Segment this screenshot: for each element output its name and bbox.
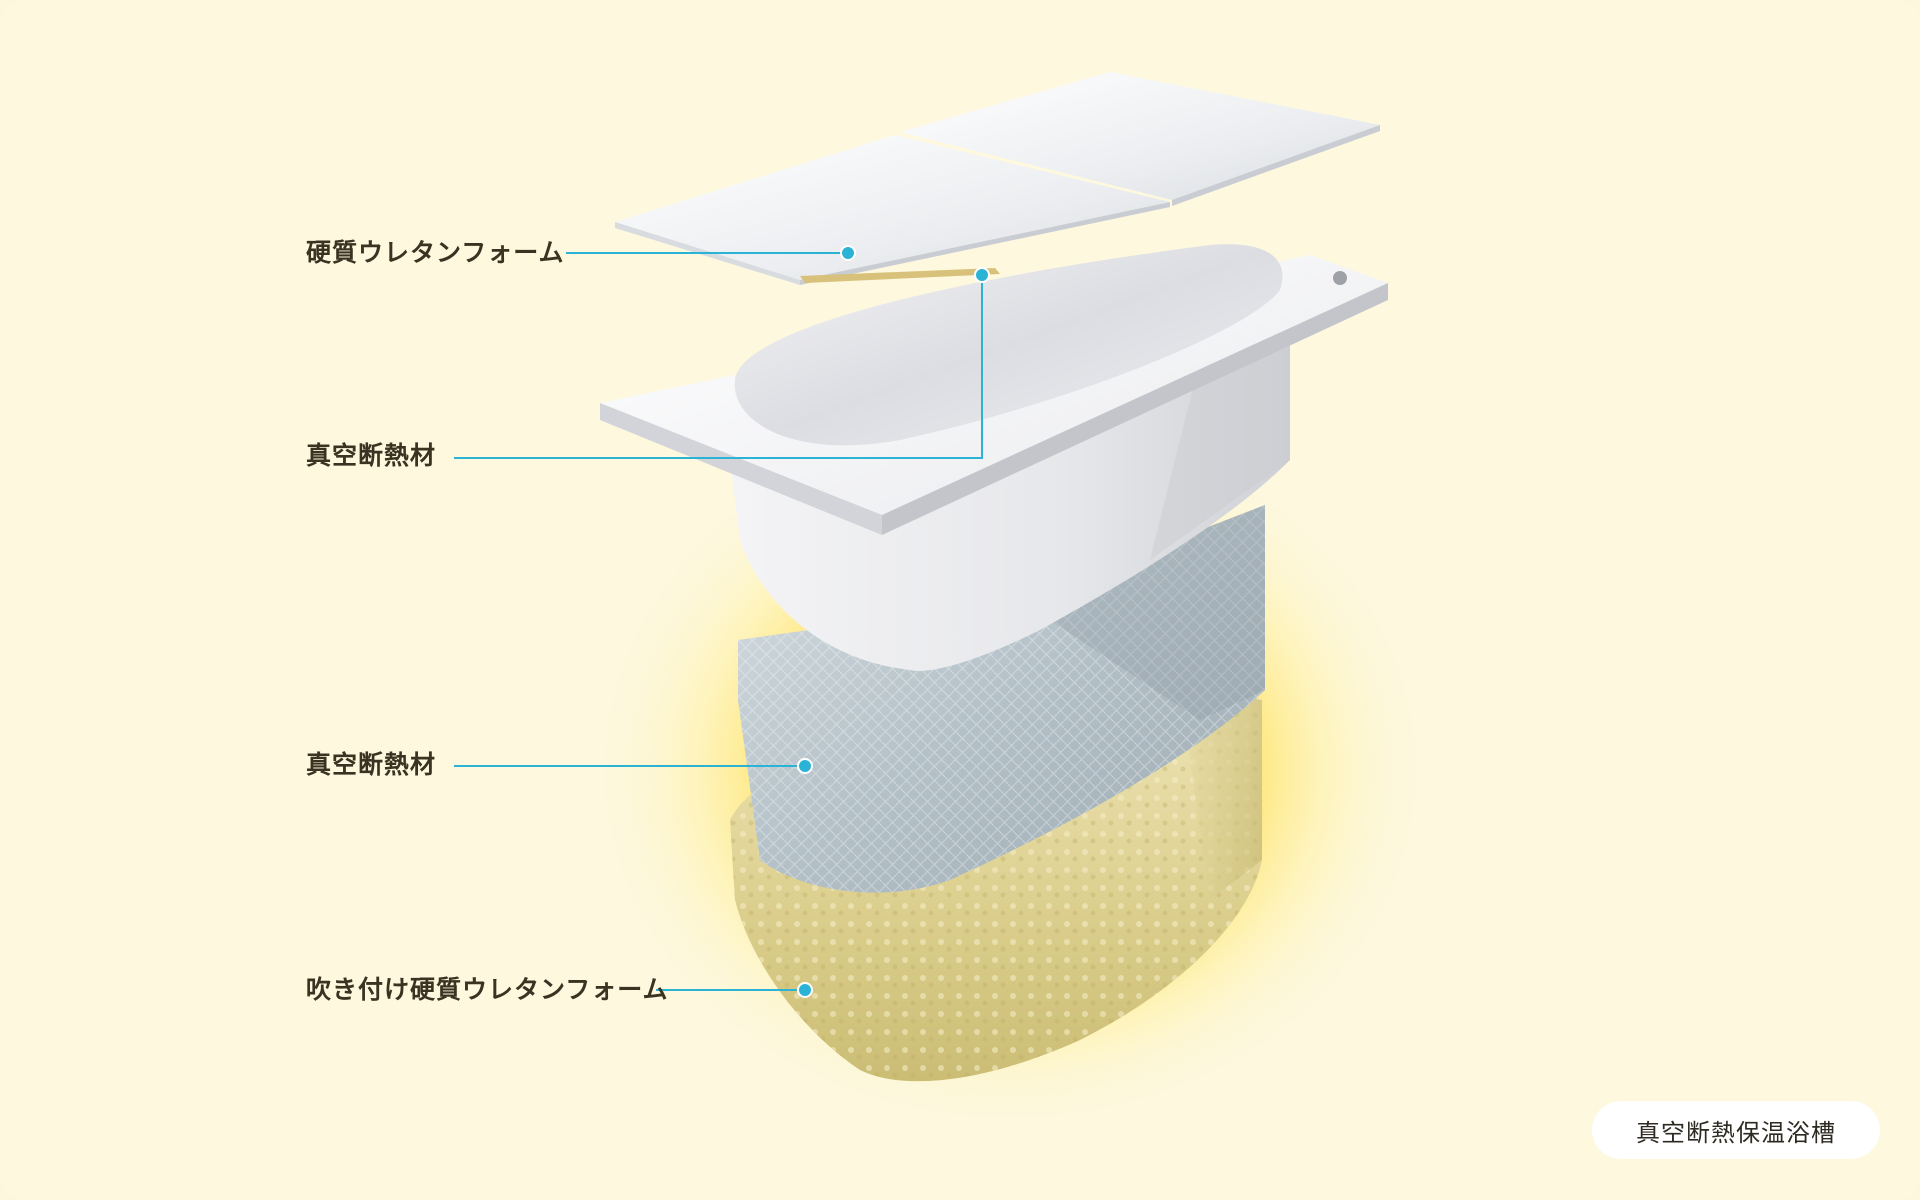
label-lid-vacuum-insulation: 真空断熱材: [306, 441, 437, 470]
product-name-badge: 真空断熱保温浴槽: [1592, 1101, 1880, 1159]
leader-dots: [797, 245, 990, 998]
bathtub-rim: [600, 244, 1388, 535]
bathtub-body: [730, 330, 1290, 671]
bathtub-lid: [615, 72, 1380, 285]
label-spray-urethane-foam: 吹き付け硬質ウレタンフォーム: [306, 975, 669, 1004]
leader-line-lid-core: [454, 275, 983, 459]
vacuum-insulation-layer: [738, 505, 1265, 893]
leader-lines: [454, 252, 983, 991]
label-tub-vacuum-insulation: 真空断熱材: [306, 750, 437, 779]
leader-dot-lid-core: [974, 267, 990, 283]
leader-dot-tub-wrap: [797, 758, 813, 774]
leader-dot-lid-layer: [840, 245, 856, 261]
label-lid-urethane-foam: 硬質ウレタンフォーム: [306, 238, 565, 267]
leader-dot-spray-foam: [797, 982, 813, 998]
